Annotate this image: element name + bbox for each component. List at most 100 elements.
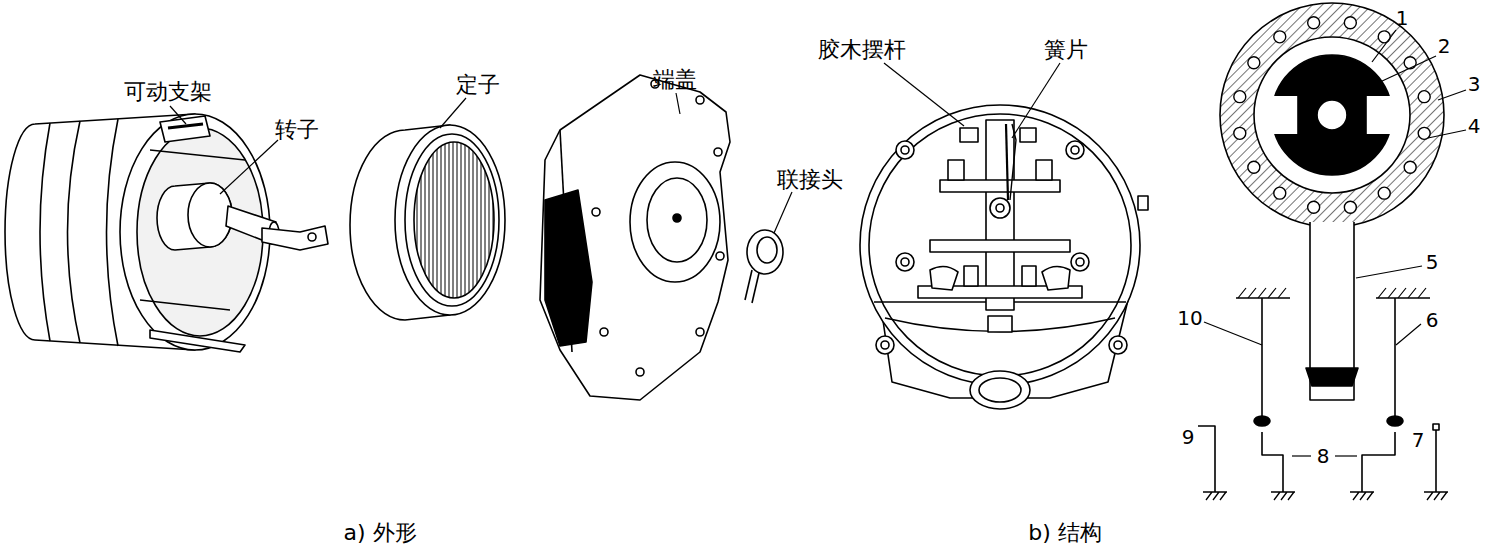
screw: [901, 146, 909, 154]
stator: [395, 125, 505, 315]
screw: [896, 141, 914, 159]
stator: [405, 134, 499, 306]
bakelite-rocker: [948, 160, 964, 180]
leader-line: [676, 93, 680, 114]
relay-housing: [970, 371, 1030, 409]
part-label: 定子: [456, 73, 500, 97]
part-label: 可动支架: [124, 80, 212, 104]
winding-slot: [1274, 31, 1286, 43]
leader-line: [1396, 324, 1421, 345]
relay-housing: [860, 105, 1140, 385]
screw: [876, 336, 894, 354]
fixed-contact: [1262, 432, 1283, 492]
callout-number: 8: [1317, 445, 1330, 467]
stator-ring: [1220, 3, 1444, 227]
end-cover: [696, 96, 704, 104]
relay-housing: [869, 114, 1131, 376]
fixed-contact: [1198, 424, 1439, 492]
motor-housing: [140, 300, 230, 310]
rotor-core: [1366, 96, 1398, 134]
rotor-core: [1298, 96, 1366, 134]
part-label: 簧片: [1044, 38, 1088, 62]
bakelite-rocker: [918, 120, 1082, 310]
winding-slot: [1234, 91, 1246, 103]
motor-housing: [40, 123, 50, 341]
fixed-contact: [1362, 432, 1395, 492]
drawing-part: [5, 3, 1466, 500]
movable-bracket: [160, 116, 210, 142]
bakelite-rocker: [960, 128, 978, 142]
motor-housing: [107, 119, 119, 346]
part-label: 端盖: [653, 68, 697, 92]
winding-slot: [1344, 17, 1356, 29]
leader-line: [1356, 266, 1422, 278]
fixed-contact: [1435, 428, 1437, 492]
winding-slot: [1248, 57, 1260, 69]
bakelite-rocker: [940, 180, 1060, 192]
callout-number: 10: [1177, 307, 1202, 329]
contact-spring: [1387, 416, 1403, 426]
movable-bracket: [160, 116, 210, 142]
leader-line: [1372, 30, 1396, 62]
end-cover: [696, 328, 704, 336]
winding-slot: [1234, 127, 1246, 139]
winding-slot: [1418, 91, 1430, 103]
stem-arm: [1306, 222, 1358, 400]
end-cover: [716, 252, 724, 260]
rotor-core: [1317, 100, 1347, 130]
leader-line: [1438, 90, 1466, 100]
rotor: [262, 226, 328, 250]
connector-plug: [745, 230, 783, 303]
motor-housing: [68, 121, 81, 343]
bakelite-rocker: [1020, 128, 1036, 142]
ground-symbol: [1424, 492, 1448, 500]
leader-line: [170, 106, 186, 124]
fixed-contact: [1198, 426, 1215, 492]
motor-housing: [5, 114, 270, 352]
bakelite-rocker: [1042, 266, 1070, 290]
contact-spring: [1254, 416, 1270, 426]
figure-caption: b) 结构: [1028, 521, 1102, 545]
fixed-support: [1236, 288, 1430, 298]
end-cover: [545, 190, 592, 346]
callout-number: 9: [1182, 426, 1195, 448]
end-cover: [636, 368, 644, 376]
rotor: [157, 183, 328, 250]
contact-spring: [1261, 298, 1263, 418]
callout-number: 7: [1412, 429, 1425, 451]
stem-arm: [1306, 368, 1358, 386]
winding-slot: [1404, 161, 1416, 173]
leader-line: [170, 30, 1466, 456]
reed-spring: [1006, 124, 1008, 200]
end-cover: [714, 148, 722, 156]
screw: [1114, 341, 1122, 349]
end-cover: [560, 130, 572, 352]
winding-slot: [1308, 201, 1320, 213]
callout-number: 4: [1468, 115, 1481, 137]
screw: [1109, 336, 1127, 354]
leader-line: [884, 63, 964, 126]
leader-line: [440, 98, 466, 128]
relay-housing: [979, 378, 1021, 402]
winding-slot: [1274, 187, 1286, 199]
bakelite-rocker: [964, 266, 978, 286]
part-label: 联接头: [777, 168, 843, 192]
screw: [1076, 258, 1084, 266]
screw: [1066, 141, 1084, 159]
screw: [896, 253, 914, 271]
leader-line: [1012, 63, 1060, 138]
bakelite-rocker: [1022, 266, 1036, 286]
relay-housing: [1138, 196, 1148, 210]
part-label: 胶木摆杆: [818, 38, 906, 62]
screw: [901, 258, 909, 266]
screw: [1071, 146, 1079, 154]
fixed-support: [1378, 288, 1426, 298]
leader-line: [1380, 56, 1436, 82]
end-cover: [647, 178, 707, 262]
leader-line: [774, 192, 792, 233]
connector-plug: [752, 273, 759, 303]
fixed-contact: [1433, 424, 1439, 430]
end-cover: [630, 162, 720, 282]
